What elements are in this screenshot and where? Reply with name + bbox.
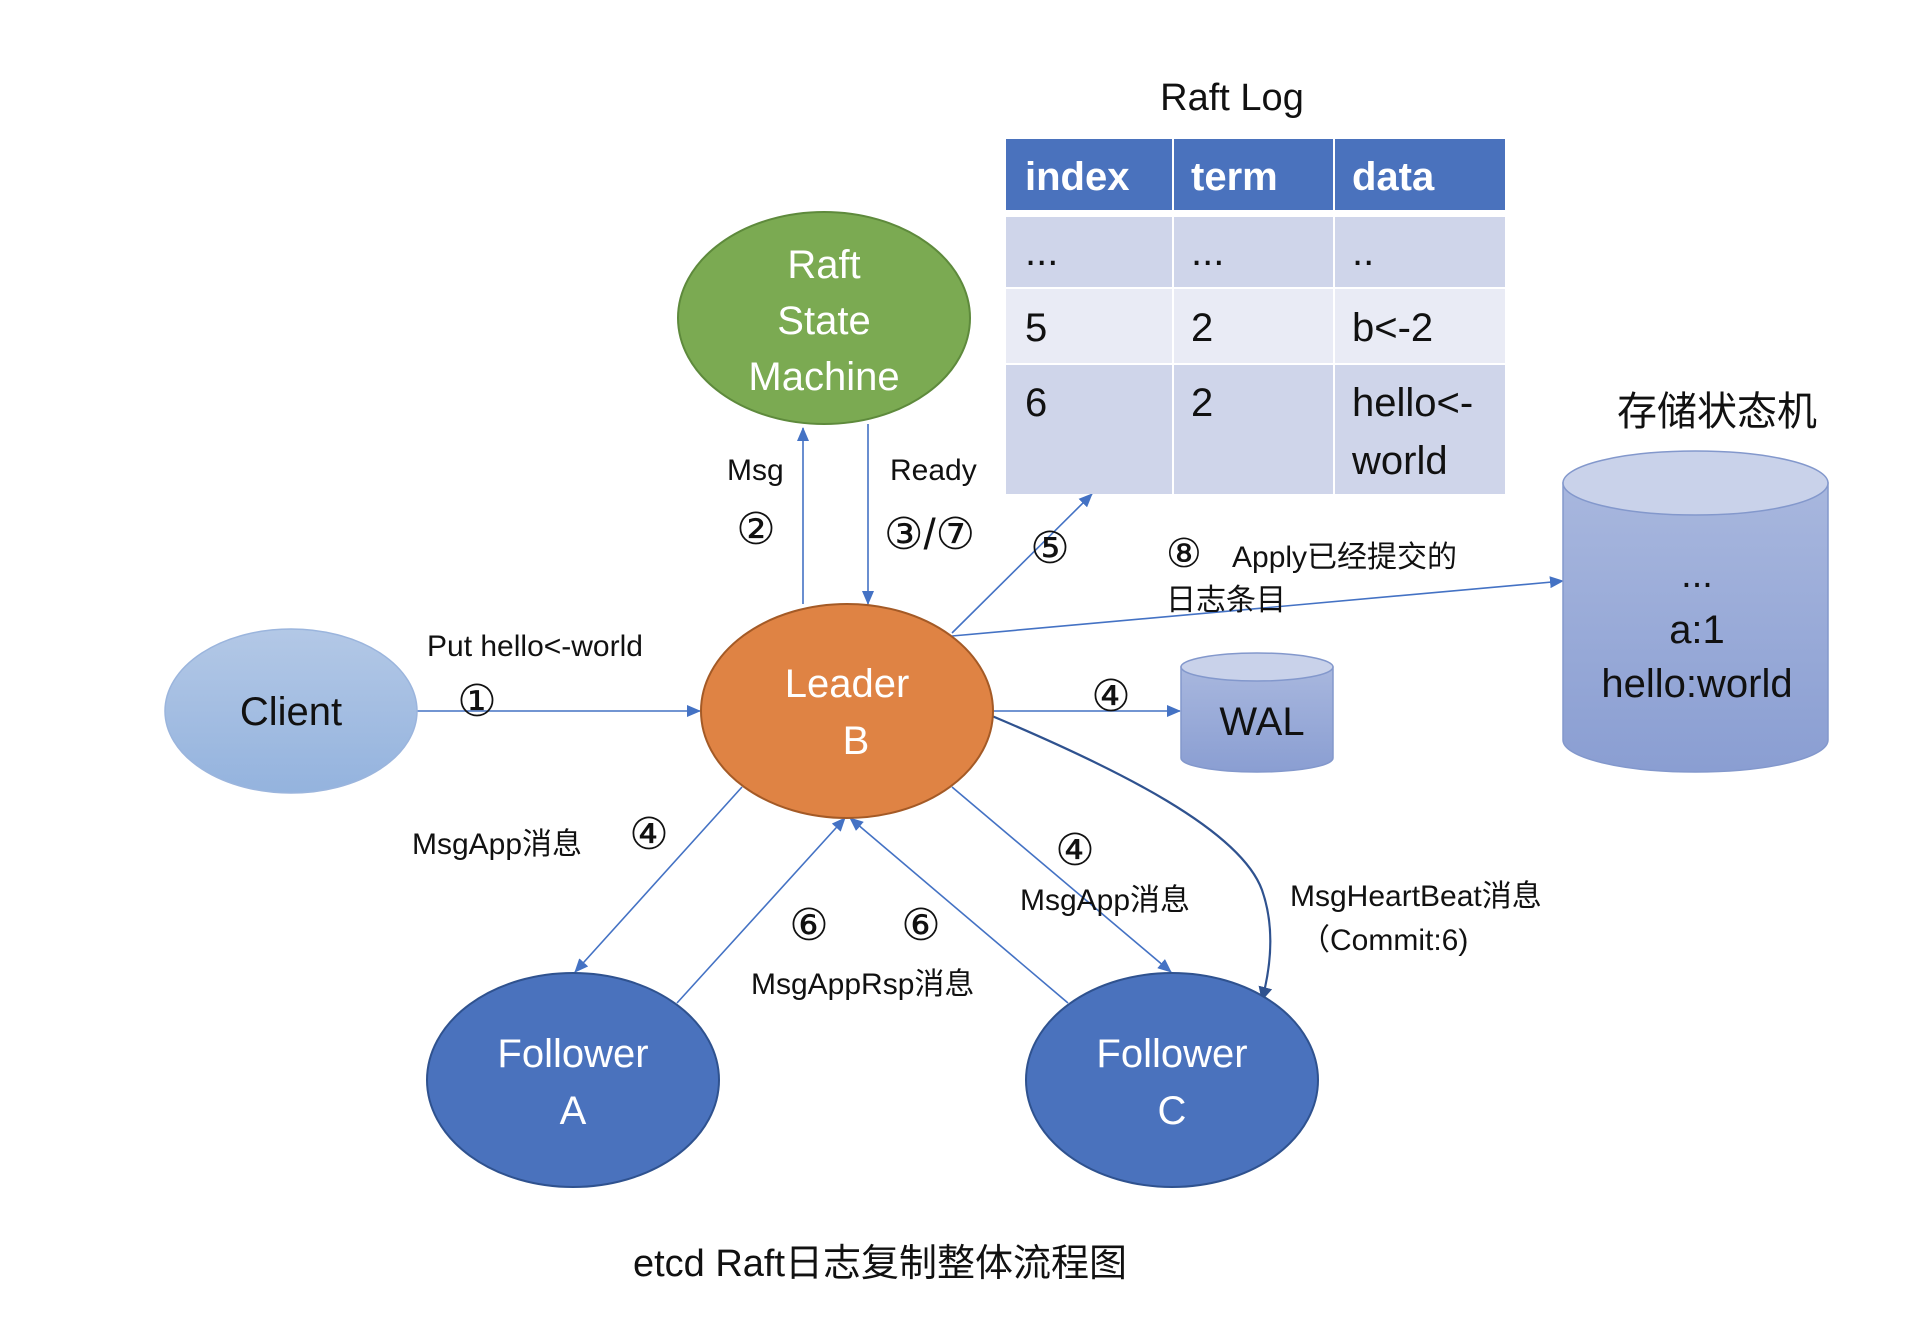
follower-c-line-2: C	[1158, 1089, 1187, 1133]
edge-apply	[951, 576, 1564, 637]
table-row: 6 2 hello<- world	[1006, 365, 1505, 494]
step-3-7-badge: ③/⑦	[884, 510, 975, 559]
cell-data: b<-2	[1352, 306, 1433, 350]
leader-line-2: B	[843, 719, 870, 763]
ready-label: Ready	[890, 454, 977, 487]
edge-append-log	[951, 493, 1093, 634]
follower-a-line-1: Follower	[497, 1032, 648, 1076]
apply-label-line-1: Apply已经提交的	[1232, 541, 1457, 574]
cell-data: ..	[1352, 230, 1374, 274]
wal-cylinder: WAL	[1180, 652, 1334, 773]
step-4-wal-badge: ④	[1091, 672, 1130, 721]
step-6-c-badge: ⑥	[901, 901, 940, 950]
msg-label: Msg	[727, 454, 784, 487]
cell-index: ...	[1025, 230, 1058, 274]
cell-index: 6	[1025, 381, 1047, 425]
cell-data-line-2: world	[1351, 439, 1448, 483]
raft-log-title: Raft Log	[1160, 77, 1304, 119]
state-machine-line-3: Machine	[748, 355, 899, 399]
step-2-badge: ②	[736, 505, 775, 554]
column-header-term: term	[1191, 155, 1278, 199]
step-8-badge: ⑧	[1166, 532, 1202, 576]
heartbeat-label-line-2: （Commit:6)	[1300, 924, 1468, 957]
msgapp-a-label: MsgApp消息	[412, 828, 582, 861]
heartbeat-label-line-1: MsgHeartBeat消息	[1290, 880, 1542, 913]
edge-heartbeat	[991, 714, 1273, 1001]
table-row: ... ... ..	[1006, 217, 1505, 287]
msgapprsp-label: MsgAppRsp消息	[751, 968, 974, 1001]
apply-label-line-2: 日志条目	[1166, 584, 1286, 617]
storage-cylinder: ... a:1 hello:world	[1562, 450, 1829, 773]
leader-node: Leader B	[700, 603, 994, 819]
step-6-a-badge: ⑥	[789, 901, 828, 950]
msgapp-c-label: MsgApp消息	[1020, 884, 1190, 917]
edge-msgapprsp-c	[849, 817, 1069, 1004]
follower-c-line-1: Follower	[1096, 1032, 1247, 1076]
step-5-badge: ⑤	[1030, 524, 1069, 573]
client-label: Client	[240, 690, 342, 734]
follower-a-node: Follower A	[426, 972, 720, 1188]
step-4-c-badge: ④	[1055, 826, 1094, 875]
edge-msgapp-a	[574, 786, 743, 973]
leader-line-1: Leader	[785, 662, 910, 706]
storage-title: 存储状态机	[1617, 390, 1817, 434]
column-header-data: data	[1352, 155, 1435, 199]
cell-term: 2	[1191, 306, 1213, 350]
step-4-a-badge: ④	[629, 810, 668, 859]
table-row: 5 2 b<-2	[1006, 289, 1505, 363]
cell-term: ...	[1191, 230, 1224, 274]
put-label: Put hello<-world	[427, 630, 643, 663]
column-header-index: index	[1025, 155, 1129, 199]
storage-line-3: hello:world	[1601, 662, 1792, 706]
edge-msgapprsp-a	[676, 817, 846, 1004]
wal-label: WAL	[1219, 700, 1304, 744]
raft-state-machine-node: Raft State Machine	[677, 211, 971, 425]
raft-log-table: index term data ... ... .. 5 2 b<-2 6 2	[1006, 139, 1505, 494]
storage-line-1: ...	[1681, 554, 1713, 596]
cell-term: 2	[1191, 381, 1213, 425]
follower-c-node: Follower C	[1025, 972, 1319, 1188]
edge-msgapp-c	[951, 786, 1172, 973]
diagram-caption: etcd Raft日志复制整体流程图	[633, 1243, 1127, 1285]
state-machine-line-2: State	[777, 299, 870, 343]
cell-data-line-1: hello<-	[1352, 381, 1473, 425]
step-1-badge: ①	[457, 677, 496, 726]
follower-a-line-2: A	[560, 1089, 587, 1133]
header-cell-term	[1174, 139, 1333, 210]
cell-index: 5	[1025, 306, 1047, 350]
storage-line-2: a:1	[1669, 608, 1725, 652]
header-cell-index	[1006, 139, 1172, 210]
header-cell-data	[1335, 139, 1505, 210]
state-machine-line-1: Raft	[787, 243, 860, 287]
client-node: Client	[164, 628, 418, 794]
